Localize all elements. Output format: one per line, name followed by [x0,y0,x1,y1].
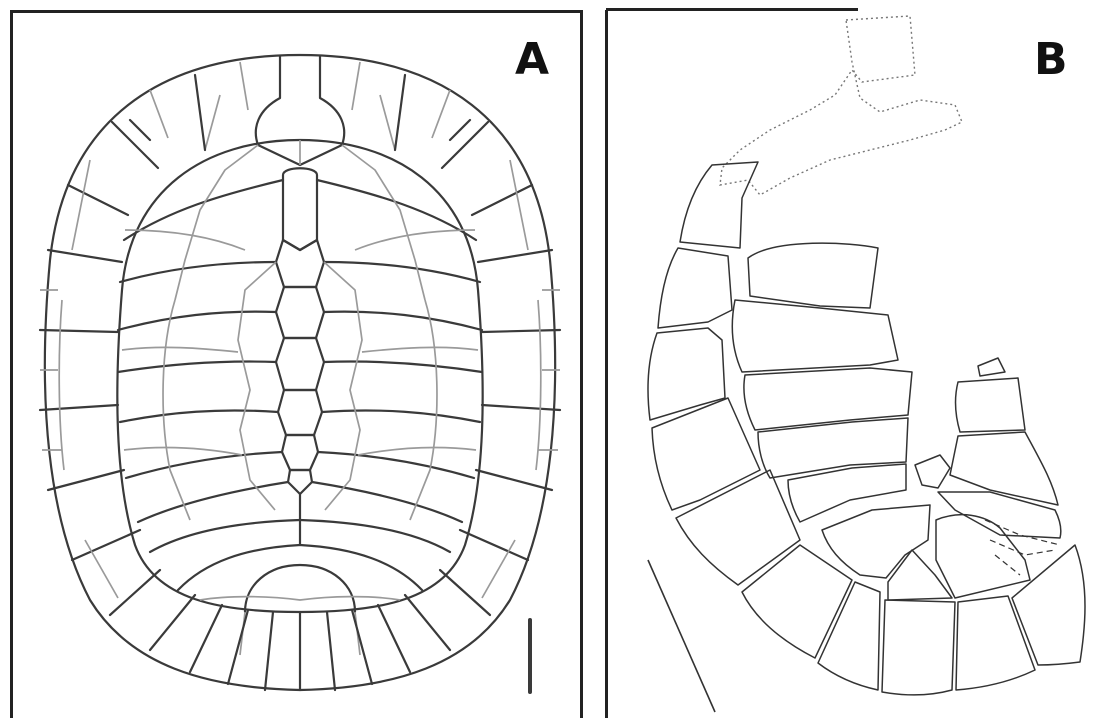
peripheral-6 [742,545,852,658]
vertebral-column [276,168,324,545]
costal-2 [732,300,898,372]
panel-label-b: B [1034,38,1068,82]
peripheral-7 [818,582,880,690]
reconstructed-fragment [720,16,962,195]
right-plate-top [978,358,1005,376]
peripheral-2 [658,248,732,328]
peripheral-10 [1012,545,1085,665]
right-plate-1 [956,378,1025,432]
costal-6 [822,505,930,578]
peripheral-3 [648,328,725,420]
suprapygal [888,550,952,600]
neural-small [915,455,950,488]
fossil-b [648,16,1085,712]
costal-3 [744,368,912,430]
scale-bar-b [648,560,715,712]
panel-label-a: A [515,38,549,82]
peripheral-9 [956,596,1035,690]
damaged-suture-3 [995,555,1020,575]
peripheral-8 [882,600,955,695]
shell-a [40,55,560,692]
damaged-suture-2 [990,540,1055,555]
costal-1 [748,243,878,308]
right-plate-2 [950,432,1058,505]
peripheral-1 [680,162,758,248]
right-plate-4 [936,515,1030,598]
peripheral-5 [676,470,800,585]
